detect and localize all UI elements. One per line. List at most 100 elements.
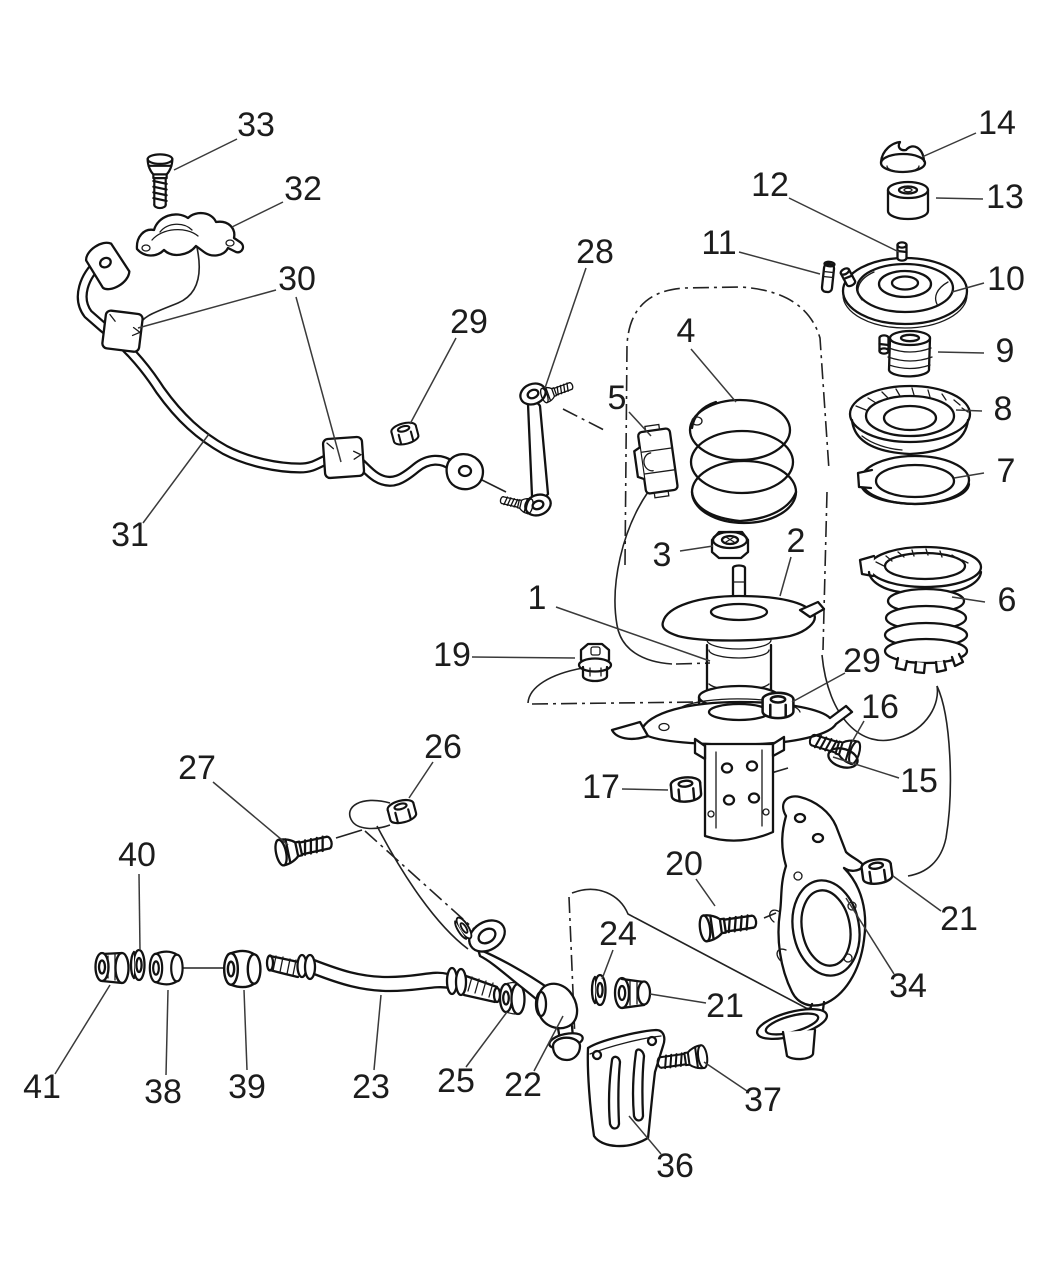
leader-line-26 <box>408 761 434 799</box>
part-callout-3: 3 <box>653 536 672 574</box>
body-outline-u <box>821 654 939 742</box>
knuckle-group <box>697 795 895 1061</box>
part-callout-31: 31 <box>111 516 149 554</box>
jounce5-axis <box>675 662 711 665</box>
part-callout-27: 27 <box>178 749 216 787</box>
leader-line-14 <box>921 132 977 158</box>
leader-layer <box>54 132 986 1155</box>
part-callout-9: 9 <box>996 332 1015 370</box>
leader-line-30 <box>295 296 342 463</box>
arm-washer-24 <box>590 973 607 1007</box>
strut-nut-29 <box>761 691 795 720</box>
leader-line-36 <box>628 1115 662 1155</box>
leader-line-7 <box>953 472 985 479</box>
knuckle-nut-21 <box>859 856 895 887</box>
part-callout-25: 25 <box>437 1062 475 1100</box>
stabilizer-clamp <box>135 211 245 257</box>
leader-line-20 <box>695 878 716 907</box>
leader-line-29 <box>791 672 846 703</box>
stabilizer-link <box>498 377 576 517</box>
part-callout-21: 21 <box>940 900 978 938</box>
rod-bushing-39 <box>222 949 262 989</box>
clamp-to-bar-line <box>138 242 200 327</box>
rod-nut-41 <box>94 951 130 985</box>
clamp-bolt <box>146 153 174 210</box>
pivot-nut-26 <box>385 796 419 827</box>
splash-shield-36 <box>586 1028 666 1148</box>
mount-bushing-13 <box>886 180 930 221</box>
part-callout-13: 13 <box>986 178 1024 216</box>
arm-nut-21 <box>613 976 652 1010</box>
part-callout-22: 22 <box>504 1066 542 1104</box>
rod-washer-40 <box>129 948 146 982</box>
body-outline-hook <box>907 685 952 877</box>
part-callout-23: 23 <box>352 1068 390 1106</box>
spring-seat-bearing-8 <box>848 384 972 456</box>
steering-knuckle <box>755 795 867 1061</box>
pivot-bolt-27 <box>272 828 336 868</box>
part-callout-39: 39 <box>228 1068 266 1106</box>
leader-line-23 <box>373 994 382 1071</box>
part-callout-11: 11 <box>701 224 736 262</box>
part-callout-37: 37 <box>744 1081 782 1119</box>
leader-line-21 <box>649 993 707 1004</box>
leader-line-11 <box>738 251 821 275</box>
part-callout-5: 5 <box>608 379 627 417</box>
part-callout-15: 15 <box>900 762 938 800</box>
part-callout-28: 28 <box>576 233 614 271</box>
stabilizer-bushing-inner <box>101 309 144 353</box>
tension-rod-23 <box>265 953 502 1004</box>
link28-axis <box>562 408 607 432</box>
part-callout-14: 14 <box>978 104 1016 142</box>
stabilizer-nut <box>388 419 421 448</box>
leader-line-8 <box>955 409 983 412</box>
knuckle-bolt-20 <box>697 907 759 944</box>
leader-line-19 <box>471 656 576 659</box>
strut-lower-seat <box>610 698 854 746</box>
leader-line-39 <box>243 989 248 1071</box>
part-callout-1: 1 <box>528 579 547 617</box>
leader-line-41 <box>54 984 111 1075</box>
mount-stud-left <box>838 265 858 289</box>
strut-cylinder <box>705 643 773 692</box>
leader-line-12 <box>788 197 900 253</box>
part-callout-10: 10 <box>987 260 1025 298</box>
leader-line-33 <box>173 138 238 171</box>
leader-line-6 <box>951 596 986 603</box>
leader-line-16 <box>851 720 865 743</box>
strut-mount-10 <box>838 241 969 355</box>
leader-line-38 <box>165 989 169 1076</box>
boot-ticks <box>875 548 969 567</box>
lower-arm-group <box>94 796 652 1062</box>
leader-line-13 <box>935 197 984 200</box>
part-callout-32: 32 <box>284 170 322 208</box>
part-callout-7: 7 <box>997 452 1016 490</box>
stabilizer-bar-eye <box>445 452 485 491</box>
part-callout-41: 41 <box>23 1068 61 1106</box>
strut-rod-nut <box>710 530 750 560</box>
stabilizer-bar-eye-hole <box>457 464 473 478</box>
washer19-axis <box>531 701 701 705</box>
stabilizer-bushing-outer <box>321 435 366 480</box>
part-callout-19: 19 <box>433 636 471 674</box>
leader-line-28 <box>544 267 587 389</box>
part-callout-2: 2 <box>787 522 806 560</box>
shield-group <box>586 1028 710 1148</box>
leader-line-40 <box>138 873 141 951</box>
leader-line-15 <box>832 756 900 779</box>
nut26-loop <box>349 799 391 830</box>
jounce5-path <box>614 491 673 665</box>
arch-right-continuation <box>822 491 828 651</box>
leader-line-4 <box>690 348 737 403</box>
leader-line-27 <box>212 781 289 846</box>
bolt16-washer <box>827 747 859 769</box>
bolt27-axis <box>364 830 475 930</box>
part-callout-12: 12 <box>751 166 789 204</box>
shield-bolt-37 <box>655 1043 710 1076</box>
part-callout-26: 26 <box>424 728 462 766</box>
leader-line-10 <box>951 282 985 293</box>
part-callout-34: 34 <box>889 967 927 1005</box>
part-callout-8: 8 <box>994 390 1013 428</box>
